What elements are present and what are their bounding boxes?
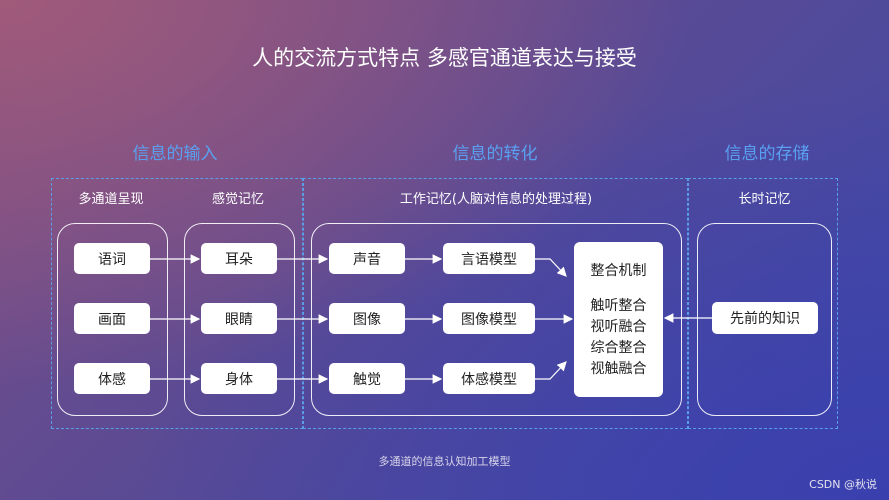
diagram-caption: 多通道的信息认知加工模型 bbox=[378, 455, 511, 468]
integration-heading: 整合机制 bbox=[590, 263, 647, 279]
node-eyes: 眼睛 bbox=[201, 303, 277, 334]
storage-frame bbox=[688, 178, 838, 429]
arrow-verbal-integration bbox=[535, 258, 567, 277]
node-body-feel: 体感 bbox=[74, 363, 150, 394]
integration-line: 视触融合 bbox=[590, 361, 647, 377]
node-touch: 触觉 bbox=[329, 363, 405, 394]
node-prior-knowledge: 先前的知识 bbox=[712, 302, 818, 334]
node-words: 语词 bbox=[74, 243, 150, 274]
diagram-title: 人的交流方式特点 多感官通道表达与接受 bbox=[252, 46, 637, 70]
node-sound: 声音 bbox=[329, 243, 405, 274]
section-title-input: 信息的输入 bbox=[132, 144, 218, 164]
node-image: 图像 bbox=[329, 303, 405, 334]
watermark: CSDN @秋说 bbox=[809, 478, 877, 491]
node-image-model: 图像模型 bbox=[443, 303, 535, 334]
node-verbal-model: 言语模型 bbox=[443, 243, 535, 274]
transform-frame bbox=[303, 178, 688, 429]
input-frame bbox=[51, 178, 303, 429]
column-label-multichannel: 多通道呈现 bbox=[78, 192, 144, 207]
node-picture: 画面 bbox=[74, 303, 150, 334]
column-label-long-term-memory: 长时记忆 bbox=[738, 192, 791, 207]
node-body-model: 体感模型 bbox=[443, 363, 535, 394]
node-body: 身体 bbox=[201, 363, 277, 394]
integration-line: 触听整合 bbox=[590, 298, 647, 314]
integration-line: 视听融合 bbox=[590, 319, 647, 335]
column-label-working-memory: 工作记忆(人脑对信息的处理过程) bbox=[399, 192, 593, 207]
section-title-transform: 信息的转化 bbox=[452, 144, 538, 164]
section-title-storage: 信息的存储 bbox=[724, 144, 810, 164]
long-term-memory-group bbox=[697, 223, 832, 416]
column-label-sensory-memory: 感觉记忆 bbox=[211, 192, 264, 207]
node-ears: 耳朵 bbox=[201, 243, 277, 274]
integration-box: 整合机制 触听整合 视听融合 综合整合 视触融合 bbox=[574, 242, 663, 397]
integration-line: 综合整合 bbox=[590, 340, 647, 356]
arrow-bodymodel-integration bbox=[535, 361, 567, 380]
